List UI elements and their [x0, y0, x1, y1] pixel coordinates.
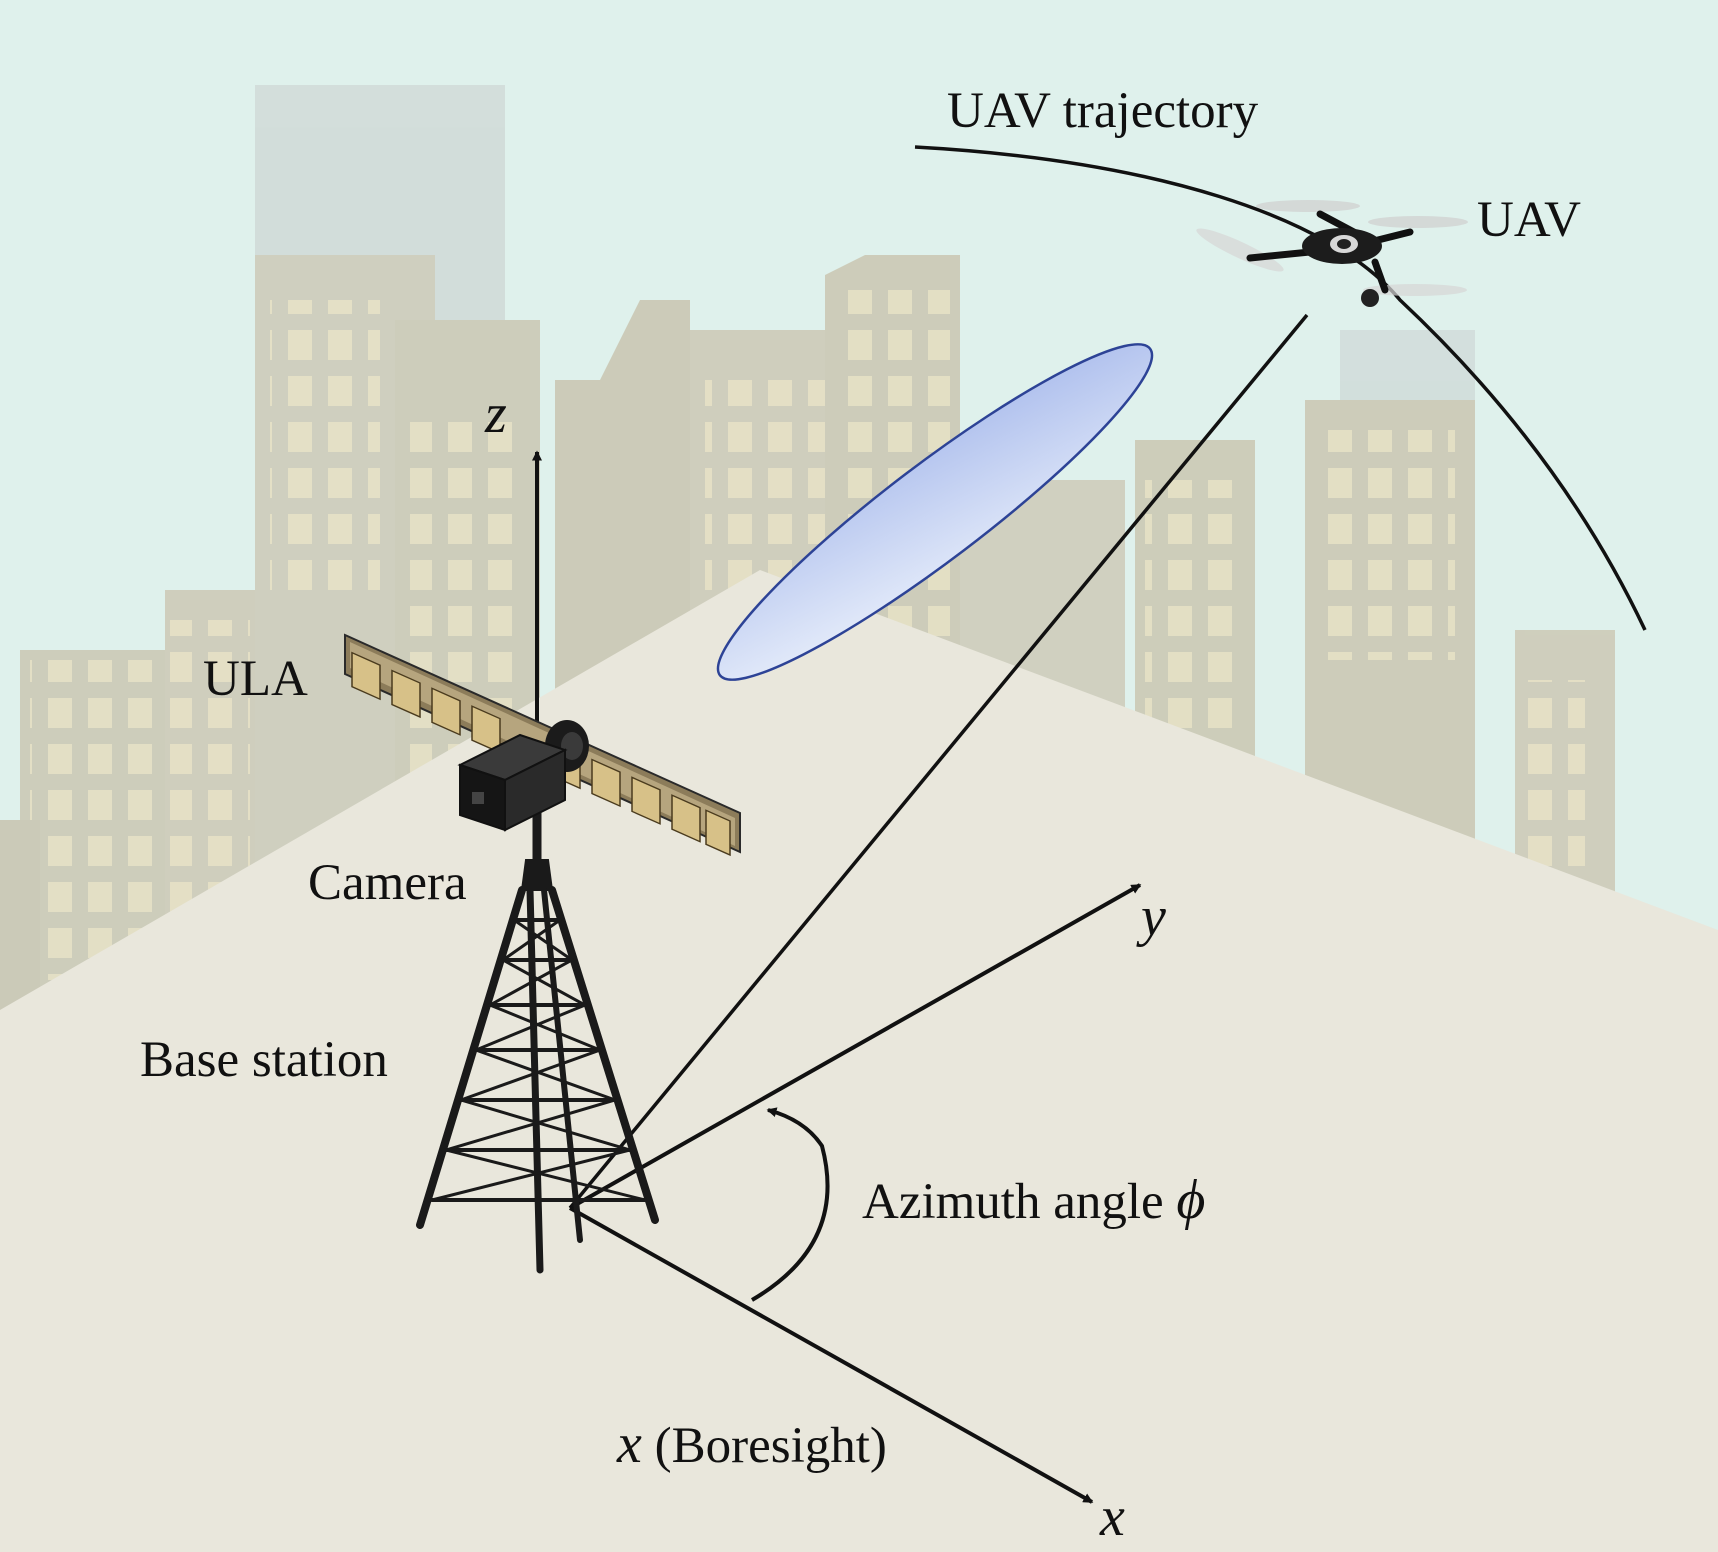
building — [1315, 430, 1455, 660]
azimuth-angle-label: Azimuth angle ϕ — [862, 1169, 1205, 1231]
ula-label: ULA — [203, 651, 308, 707]
beam-lobe — [716, 343, 1154, 681]
rotor-blur — [1363, 284, 1467, 296]
building — [270, 300, 380, 600]
rotor-blur — [1368, 216, 1468, 228]
rotor-blur — [1256, 200, 1360, 212]
line-of-sight — [568, 313, 1309, 1210]
x-axis-arrow — [569, 1206, 1094, 1504]
x-axis-label: x — [1099, 1486, 1125, 1548]
uav-drone-icon — [1196, 200, 1468, 307]
y-axis-arrow — [569, 883, 1142, 1210]
azimuth-text: Azimuth angle — [862, 1174, 1164, 1230]
ground-plane — [0, 570, 1718, 1552]
azimuth-symbol: ϕ — [1176, 1169, 1205, 1231]
building — [30, 660, 155, 980]
boresight-text: (Boresight) — [655, 1418, 887, 1474]
base-station-tower — [416, 755, 659, 1274]
camera-icon — [457, 720, 589, 832]
boresight-label: x (Boresight) — [616, 1413, 887, 1475]
camera-label: Camera — [308, 855, 467, 911]
uav-label: UAV — [1477, 192, 1581, 248]
building — [0, 820, 40, 1020]
base-station-label: Base station — [140, 1032, 388, 1088]
building — [1525, 680, 1585, 880]
z-axis-label: z — [484, 383, 507, 445]
uav-trajectory-label: UAV trajectory — [947, 83, 1259, 139]
y-axis-label: y — [1136, 886, 1166, 948]
boresight-axis-symbol: x — [616, 1413, 642, 1475]
building — [1145, 480, 1245, 730]
rotor-blur — [1196, 228, 1284, 272]
antenna-element-icon — [351, 651, 731, 857]
azimuth-arc — [750, 1107, 830, 1302]
